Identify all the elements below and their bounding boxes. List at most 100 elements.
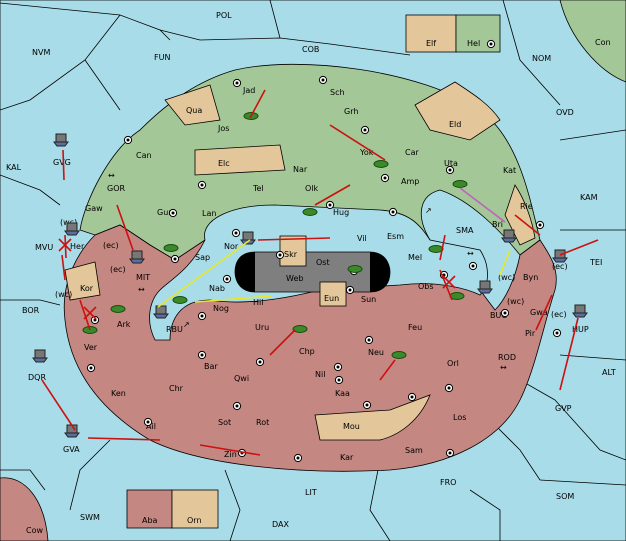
fleet-unit-icon [242, 231, 254, 241]
box-orn [171, 489, 219, 529]
fleet-hull-icon [64, 230, 80, 236]
box-label: Elf [426, 39, 436, 48]
fleet-unit-icon [155, 305, 167, 315]
fleet-hull-icon [477, 288, 493, 294]
fleet-unit-icon [131, 250, 143, 260]
double-arrow-icon: ↗ [183, 320, 190, 329]
box-aba [126, 489, 173, 529]
supply-centre-dot [235, 81, 239, 85]
red-label: Her [70, 242, 85, 251]
move-order-arrow [535, 294, 553, 331]
supply-centre-dot [447, 386, 451, 390]
green-label: Elc [218, 159, 230, 168]
supply-centre-dot [538, 223, 542, 227]
coast-tag: (wc) [498, 273, 515, 282]
prov-elc [194, 144, 286, 176]
box-elf [405, 14, 457, 53]
fleet-hull-icon [153, 313, 169, 319]
coast-tag: (ec) [552, 262, 568, 271]
sea-label: DQR [28, 373, 46, 382]
green-label: Sch [330, 88, 345, 97]
green-label: Olk [305, 184, 319, 193]
double-arrow-icon: ↔ [108, 171, 115, 180]
red-label: Ken [111, 389, 126, 398]
green-label: Tel [252, 184, 264, 193]
green-label: Car [405, 148, 419, 157]
supply-centre-dot [93, 318, 97, 322]
sea-label: ROD [498, 353, 516, 362]
sea-label: DAX [272, 520, 289, 529]
double-arrow-icon: ↔ [500, 363, 507, 372]
red-label: Feu [408, 323, 422, 332]
supply-centre-dot [146, 420, 150, 424]
box-label: Orn [187, 516, 202, 525]
move-order-arrow [62, 149, 65, 181]
double-arrow-icon: ↔ [467, 249, 474, 258]
supply-centre-dot [225, 277, 229, 281]
red-label: Uru [255, 323, 269, 332]
supply-centre-dot [321, 78, 325, 82]
army-unit-icon [163, 244, 179, 252]
green-label-group: Jad Sch Qua Jos Grh Eld Can Elc Nar Yok … [85, 86, 538, 293]
red-label: Mou [343, 422, 360, 431]
supply-centre-dot [365, 403, 369, 407]
neutral-label: Skr [284, 250, 298, 259]
red-label: Kaa [335, 389, 350, 398]
sea-label: TEI [589, 258, 602, 267]
coast-tag: (wc) [55, 290, 72, 299]
fleet-unit-icon [479, 280, 491, 290]
order-group [41, 89, 599, 456]
green-label: Hug [333, 208, 349, 217]
supply-centre-dot [336, 365, 340, 369]
prov-kor [64, 261, 101, 301]
red-label: Ver [84, 343, 98, 352]
move-order-arrow [41, 379, 76, 431]
green-label: Yok [359, 148, 374, 157]
red-label: Sun [361, 295, 376, 304]
island-ostweb [234, 251, 391, 293]
prov-mou [314, 394, 431, 441]
green-label: Jad [242, 86, 255, 95]
green-label: Vil [357, 234, 367, 243]
red-label: Bar [204, 362, 218, 371]
fleet-hull-icon [32, 357, 48, 363]
red-label: Ail [146, 422, 156, 431]
supply-centre-dot [126, 138, 130, 142]
coast-tag: (ec) [103, 241, 119, 250]
supply-centre-dot [448, 168, 452, 172]
move-order-arrow [439, 234, 446, 261]
green-label: Byn [523, 273, 538, 282]
red-label: Sam [405, 446, 423, 455]
supply-centre-dot [448, 451, 452, 455]
coast-tag: (ec) [551, 310, 567, 319]
move-order-arrow [514, 214, 541, 236]
green-label: Gaw [85, 204, 103, 213]
sea-label: NVM [32, 48, 50, 57]
box-label: Hel [467, 39, 480, 48]
fleet-hull-icon [64, 432, 80, 438]
green-label: Jos [217, 124, 229, 133]
green-label: Qua [186, 106, 202, 115]
red-label: Ark [117, 320, 131, 329]
supply-centre-dot [278, 253, 282, 257]
fleet-hull-icon [129, 258, 145, 264]
sea-label-group: POL COB FUN NVM NOM Con OVD KAL KAM TEI … [6, 11, 616, 535]
supply-centre-dot [200, 183, 204, 187]
army-unit-icon [302, 208, 318, 216]
sea-label: NOM [532, 54, 551, 63]
supply-centre-dot [555, 331, 559, 335]
supply-centre-dot [337, 378, 341, 382]
army-unit-icon [347, 265, 363, 273]
supply-centre-dot [173, 257, 177, 261]
supply-centre-dot [391, 210, 395, 214]
support-order-line [194, 295, 273, 303]
red-label: Kor [80, 284, 94, 293]
green-label: Gur [157, 208, 172, 217]
move-order-arrow [199, 444, 261, 456]
prov-eld [414, 81, 501, 141]
green-label: Nar [293, 165, 308, 174]
support-order-line [157, 239, 251, 308]
red-label: Obs [418, 282, 434, 291]
supply-centre-dot [296, 456, 300, 460]
